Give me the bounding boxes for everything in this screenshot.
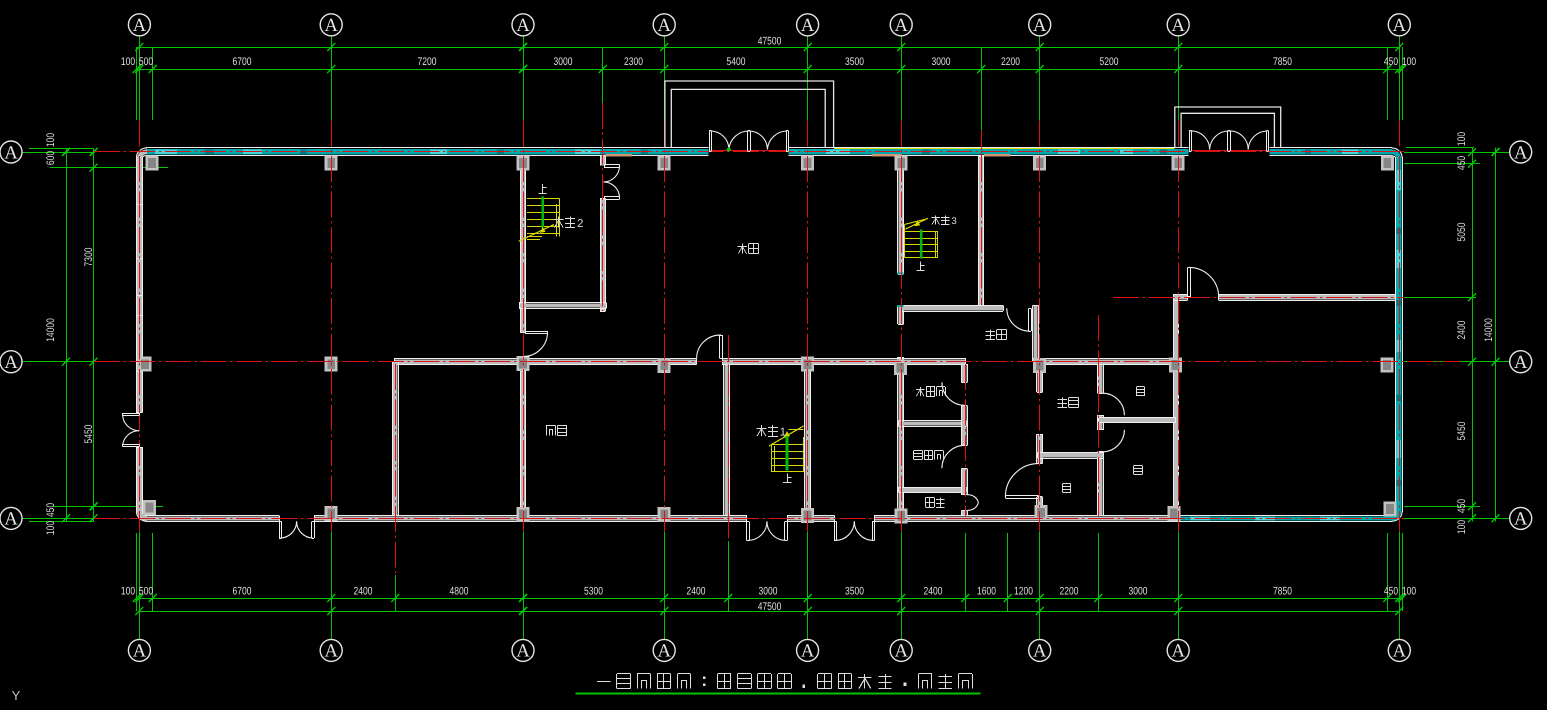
svg-text:2: 2: [577, 218, 583, 230]
svg-text:A: A: [4, 353, 18, 373]
svg-text:4800: 4800: [450, 586, 469, 598]
svg-text:5200: 5200: [1100, 56, 1119, 68]
svg-text:6700: 6700: [233, 586, 252, 598]
svg-text:3000: 3000: [932, 56, 951, 68]
svg-text:A: A: [658, 642, 672, 662]
svg-text:450: 450: [1384, 586, 1398, 598]
svg-text:5450: 5450: [83, 425, 95, 444]
svg-text:450: 450: [1456, 156, 1468, 170]
svg-text:A: A: [1393, 642, 1407, 662]
svg-text:A: A: [1514, 510, 1528, 530]
svg-text:2400: 2400: [687, 586, 706, 598]
svg-text:100: 100: [1456, 520, 1468, 534]
svg-text:100: 100: [45, 133, 57, 147]
svg-text:A: A: [895, 16, 909, 36]
svg-text:1200: 1200: [1014, 586, 1033, 598]
svg-text:500: 500: [139, 586, 153, 598]
svg-text:3: 3: [951, 216, 956, 227]
svg-text:5400: 5400: [727, 56, 746, 68]
svg-text:100: 100: [1456, 132, 1468, 146]
svg-text:100: 100: [1402, 586, 1416, 598]
svg-text:7200: 7200: [418, 56, 437, 68]
svg-text:2400: 2400: [354, 586, 373, 598]
svg-text:A: A: [516, 642, 530, 662]
svg-text:7850: 7850: [1273, 56, 1292, 68]
svg-text:7850: 7850: [1273, 586, 1292, 598]
svg-text:5450: 5450: [1456, 422, 1468, 441]
svg-text:2200: 2200: [1060, 586, 1079, 598]
svg-text:450: 450: [45, 503, 57, 517]
svg-text:A: A: [1514, 353, 1528, 373]
svg-text:5050: 5050: [1456, 223, 1468, 242]
svg-text:1: 1: [780, 427, 786, 439]
svg-text:600: 600: [45, 151, 57, 165]
svg-text:Y: Y: [12, 688, 21, 703]
svg-text:450: 450: [1384, 56, 1398, 68]
svg-text:A: A: [1172, 16, 1186, 36]
svg-text:A: A: [325, 642, 339, 662]
svg-text:3500: 3500: [845, 56, 864, 68]
svg-text:14000: 14000: [1483, 318, 1495, 342]
svg-text:A: A: [895, 642, 909, 662]
svg-text:100: 100: [45, 521, 57, 535]
svg-text:3000: 3000: [759, 586, 778, 598]
svg-text:A: A: [133, 16, 147, 36]
svg-text:A: A: [1172, 642, 1186, 662]
svg-text:3500: 3500: [845, 586, 864, 598]
svg-text:100: 100: [1402, 56, 1416, 68]
svg-text:7300: 7300: [83, 248, 95, 267]
svg-text:A: A: [133, 642, 147, 662]
svg-text:A: A: [4, 510, 18, 530]
svg-text:500: 500: [139, 56, 153, 68]
svg-text:A: A: [801, 642, 815, 662]
svg-text:2300: 2300: [624, 56, 643, 68]
svg-text:100: 100: [121, 586, 135, 598]
svg-text:A: A: [1033, 16, 1047, 36]
svg-text:1600: 1600: [977, 586, 996, 598]
svg-text:2400: 2400: [924, 586, 943, 598]
svg-text:A: A: [658, 16, 672, 36]
svg-text:14000: 14000: [45, 318, 57, 342]
svg-text:100: 100: [121, 56, 135, 68]
svg-text:A: A: [325, 16, 339, 36]
svg-text:A: A: [1033, 642, 1047, 662]
svg-text:3000: 3000: [1129, 586, 1148, 598]
svg-text:6700: 6700: [233, 56, 252, 68]
svg-text:47500: 47500: [758, 36, 782, 48]
svg-text:47500: 47500: [758, 601, 782, 613]
svg-text:A: A: [516, 16, 530, 36]
svg-text:3000: 3000: [554, 56, 573, 68]
svg-text:450: 450: [1456, 499, 1468, 513]
svg-text:A: A: [1393, 16, 1407, 36]
svg-text:5300: 5300: [584, 586, 603, 598]
svg-text:A: A: [801, 16, 815, 36]
svg-text:2200: 2200: [1001, 56, 1020, 68]
svg-text:2400: 2400: [1456, 321, 1468, 340]
svg-text:A: A: [1514, 143, 1528, 163]
svg-text:A: A: [4, 143, 18, 163]
